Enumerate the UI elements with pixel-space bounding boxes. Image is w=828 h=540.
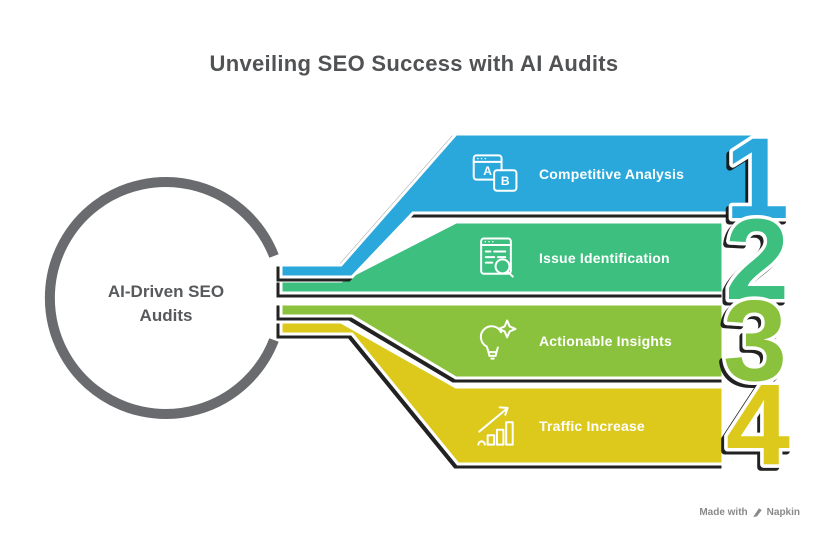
ribbon-step-3 — [279, 302, 725, 380]
step-number-4: 4 — [726, 361, 790, 489]
made-with-napkin-credit: Made with Napkin — [699, 507, 800, 518]
step-label-2: Issue Identification — [539, 249, 670, 266]
hub-label: AI-Driven SEO Audits — [107, 282, 225, 325]
napkin-pen-icon — [753, 508, 762, 518]
step-number-1: 1 — [725, 115, 789, 243]
ribbon-step-4 — [279, 320, 725, 466]
step-number-2: 2 — [725, 196, 789, 324]
lightbulb-sparkle-icon — [470, 315, 522, 367]
hub-circle-ring — [44, 177, 279, 419]
step-item-2: Issue Identification — [470, 222, 670, 293]
svg-text:A: A — [483, 163, 492, 177]
svg-text:B: B — [501, 174, 510, 188]
napkin-brand-text: Napkin — [766, 507, 800, 518]
ab-comparison-windows-icon: A B — [470, 148, 522, 200]
step-label-4: Traffic Increase — [539, 417, 645, 434]
step-item-3: Actionable Insights — [470, 304, 672, 378]
ribbon-step-1 — [279, 132, 755, 279]
step-label-1: Competitive Analysis — [539, 165, 685, 182]
step-item-4: Traffic Increase — [470, 387, 645, 464]
audit-report-magnifier-icon — [470, 232, 522, 284]
made-with-text: Made with — [699, 507, 748, 518]
page-title: Unveiling SEO Success with AI Audits — [209, 51, 619, 76]
step-number-3: 3 — [723, 277, 787, 405]
step-label-3: Actionable Insights — [539, 333, 672, 349]
step-item-1: A B Competitive Analysis — [470, 134, 684, 213]
growth-bar-chart-icon — [470, 400, 522, 452]
